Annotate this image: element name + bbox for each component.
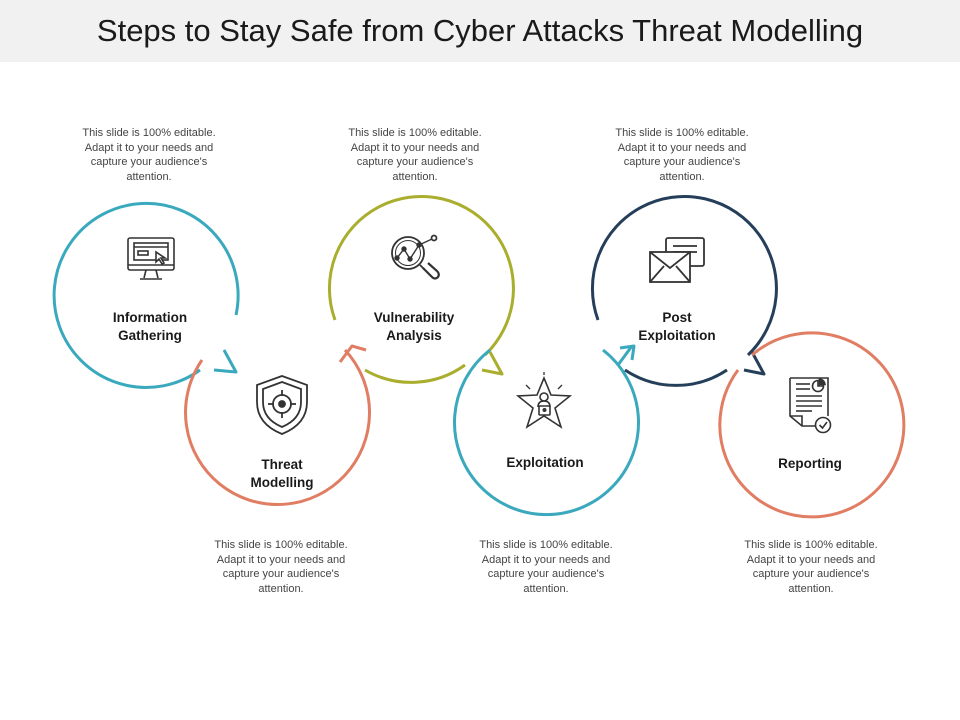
page-title: Steps to Stay Safe from Cyber Attacks Th… bbox=[96, 13, 864, 48]
step-description-reporting: This slide is 100% editable. Adapt it to… bbox=[744, 539, 878, 595]
star-person-lock-icon bbox=[515, 372, 573, 429]
step-circle-post-exploitation bbox=[590, 195, 778, 387]
step-description-threat-modelling: This slide is 100% editable. Adapt it to… bbox=[214, 539, 348, 595]
step-description-post-exploitation: This slide is 100% editable. Adapt it to… bbox=[615, 127, 749, 183]
envelopes-icon bbox=[649, 237, 705, 283]
step-circle-information-gathering bbox=[52, 202, 240, 389]
step-description-information-gathering: This slide is 100% editable. Adapt it to… bbox=[82, 127, 216, 183]
step-label-reporting: Reporting bbox=[778, 456, 842, 471]
step-circle-vulnerability-analysis bbox=[327, 195, 515, 384]
step-description-vulnerability-analysis: This slide is 100% editable. Adapt it to… bbox=[348, 127, 482, 183]
computer-monitor-icon bbox=[127, 237, 175, 280]
step-label-information-gathering: Information Gathering bbox=[112, 310, 188, 343]
magnifier-chart-icon bbox=[391, 234, 440, 280]
step-circle-exploitation bbox=[453, 344, 640, 517]
step-label-exploitation: Exploitation bbox=[506, 455, 584, 470]
step-description-exploitation: This slide is 100% editable. Adapt it to… bbox=[479, 539, 613, 595]
shield-target-icon bbox=[256, 375, 308, 435]
step-circle-threat-modelling bbox=[184, 344, 371, 507]
report-document-icon bbox=[789, 377, 832, 434]
step-circle-reporting bbox=[718, 331, 906, 519]
title-bar bbox=[0, 0, 960, 62]
step-label-post-exploitation: Post Exploitation bbox=[638, 310, 716, 343]
step-label-threat-modelling: Threat Modelling bbox=[250, 457, 314, 490]
step-label-vulnerability-analysis: Vulnerability Analysis bbox=[373, 310, 455, 343]
